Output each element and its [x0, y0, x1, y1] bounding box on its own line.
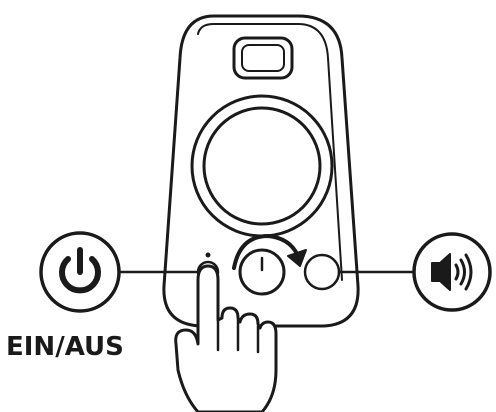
speaker-body [162, 14, 360, 328]
volume-knob[interactable] [238, 248, 286, 296]
tweeter [232, 36, 294, 80]
pointing-hand-icon [174, 264, 278, 412]
tweeter-inner [241, 44, 285, 72]
power-label: EIN/AUS [6, 332, 124, 362]
headphone-jack[interactable] [303, 253, 341, 291]
woofer-outer-ring [190, 94, 334, 238]
speaker-volume-icon [412, 232, 492, 312]
power-led [205, 252, 211, 258]
clockwise-arrow-icon [232, 234, 307, 270]
woofer-cone [202, 106, 322, 226]
speaker-body-inner-edge [197, 23, 343, 281]
power-icon [39, 231, 121, 313]
